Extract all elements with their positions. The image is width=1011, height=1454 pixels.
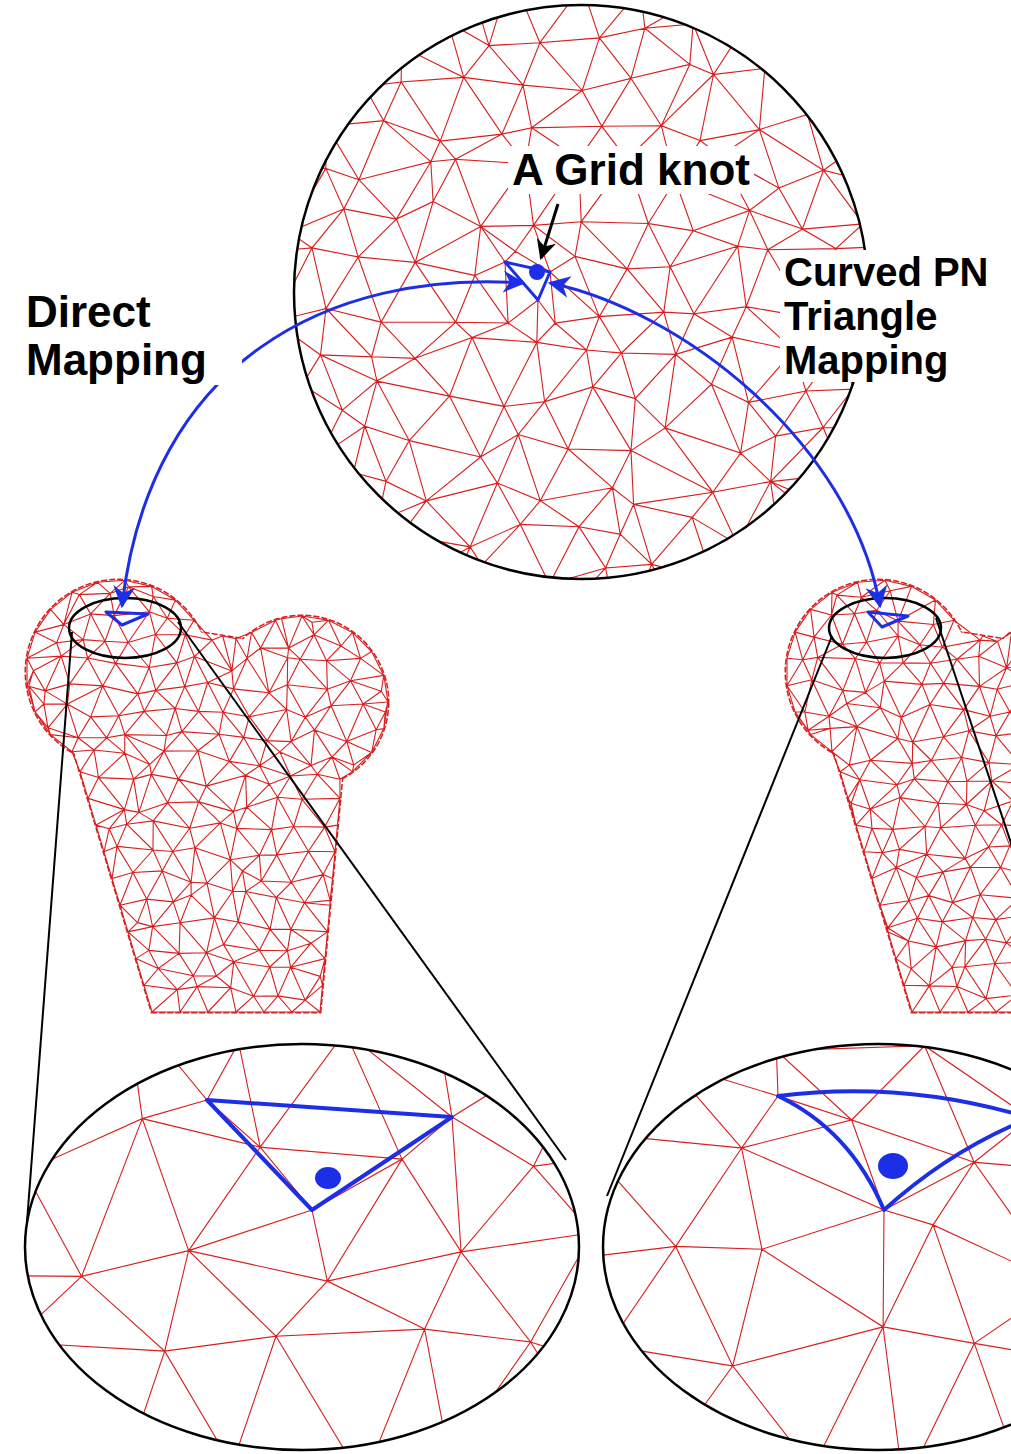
magnifier-ellipse [25,1044,579,1450]
femur-model [26,580,388,1012]
mapped-knot-dot [878,1153,908,1179]
zoom-line [936,618,1011,930]
femur-mesh [27,580,388,1012]
mapped-knot-dot [315,1167,341,1189]
annotation-label: Curved PN Triangle Mapping [780,250,1005,382]
annotation-label: Direct Mapping [22,288,242,385]
surface-mesh [462,904,1011,1454]
grid-knot-dot [529,264,545,280]
annotation-label: A Grid knot [508,146,754,194]
femur-fill [786,580,1011,1012]
magnifier-ellipse [603,1044,1011,1450]
mapped-triangle [868,612,908,627]
surface-mesh [0,896,679,1454]
femur-outline [832,745,1011,1012]
femur-model [786,580,1011,1012]
zoom-line [27,632,72,1222]
femur-outline [26,580,388,1012]
femur-mesh [787,580,1011,1012]
femur-fill [26,580,388,1012]
femur-outline [786,580,1011,1012]
flat-triangle [207,1100,452,1210]
curved-triangle [778,1091,1011,1210]
zoom-ellipse [829,598,941,658]
pointer-arrow [541,204,558,258]
zoom-ellipse [69,598,181,658]
mapped-triangle [106,612,148,625]
femur-fill [832,745,1011,1012]
